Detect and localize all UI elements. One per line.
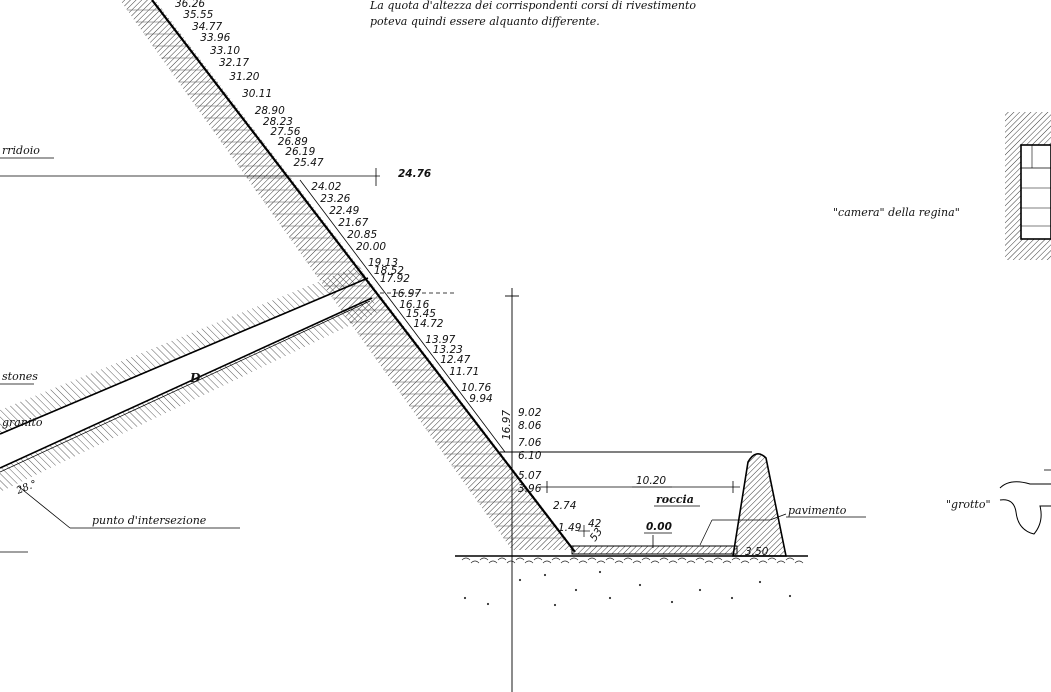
course-height-label: 26.19 (285, 146, 315, 158)
corridor-line-mid (0, 300, 371, 473)
corridor-level-value: 24.76 (398, 168, 431, 180)
intersection-label: punto d'intersezione (92, 514, 207, 527)
corridor-line-top (0, 277, 369, 435)
corridoio-label: rridoio (2, 144, 40, 157)
course-height-label: 16.97 (391, 288, 421, 300)
course-height-label: 5.07 (518, 470, 542, 482)
course-height-label: 28.90 (255, 105, 285, 117)
course-height-label: 24.02 (311, 181, 341, 193)
vertical-height-value: 16.97 (501, 410, 513, 440)
note-line-1: La quota d'altezza dei corrispondenti co… (369, 0, 696, 12)
grotto-label: "grotto" (946, 498, 991, 511)
course-height-label: 36.26 (175, 0, 205, 10)
roccia-label: roccia (656, 493, 694, 506)
course-height-label: 11.71 (449, 366, 479, 378)
course-height-label: 8.06 (518, 420, 542, 432)
course-height-label: 32.17 (219, 57, 249, 69)
pavimento-leader (699, 519, 713, 546)
course-height-label: 14.72 (413, 318, 443, 330)
course-height-label: 10.76 (461, 382, 491, 394)
grotto-outline (999, 481, 1051, 535)
course-height-label: 28.23 (263, 116, 293, 128)
granito-label: granito (2, 416, 43, 429)
course-height-label: 27.56 (270, 126, 300, 138)
stones-label: stones (2, 370, 38, 383)
queens-chamber-room (1020, 144, 1051, 240)
corridor-lower-hatch (0, 298, 378, 492)
zero-value: 0.00 (646, 521, 672, 533)
course-height-label: 17.92 (380, 273, 410, 285)
course-height-label: 12.47 (440, 354, 470, 366)
intersection-leader (17, 485, 71, 529)
course-height-label: 20.00 (356, 241, 386, 253)
camera-regina-label: "camera" della regina" (833, 206, 960, 219)
course-height-label: 7.06 (518, 437, 542, 449)
note-line-2: poteva quindi essere alquanto differente… (370, 15, 600, 28)
course-height-label: 33.96 (200, 32, 230, 44)
course-height-label: 31.20 (229, 71, 259, 83)
corridor-letter: D (189, 371, 201, 385)
course-height-label: 9.94 (469, 393, 492, 405)
course-height-label: 6.10 (518, 450, 542, 462)
course-height-label: 9.02 (518, 407, 542, 419)
enclosure-wall (732, 453, 787, 557)
course-height-label: 1.49 (558, 522, 582, 534)
course-height-label: 35.55 (183, 9, 213, 21)
ground-texture (461, 557, 804, 564)
course-height-label: 18.52 (374, 265, 404, 277)
course-height-label: 2.74 (553, 500, 576, 512)
course-height-label: 13.23 (433, 344, 463, 356)
inner-slope-line (299, 179, 506, 453)
pavimento-label: pavimento (788, 504, 847, 517)
course-height-label: 16.16 (399, 299, 429, 311)
floor-slab (571, 545, 738, 555)
wall-base-value: 3.50 (745, 546, 769, 558)
course-height-label: 19.13 (368, 257, 398, 269)
course-height-label: 15.45 (406, 308, 436, 320)
corridor-upper-hatch (0, 265, 365, 435)
course-height-label: 30.11 (242, 88, 272, 100)
course-height-label: 20.85 (347, 229, 377, 241)
course-height-label: 33.10 (210, 45, 240, 57)
span-value: 10.20 (636, 475, 666, 487)
course-height-label: 3.96 (518, 483, 542, 495)
ground-dots (463, 570, 792, 607)
course-height-label: 26.89 (278, 136, 308, 148)
course-height-label: 23.26 (320, 193, 350, 205)
course-height-label: 13.97 (425, 334, 455, 346)
course-height-label: 25.47 (294, 157, 324, 169)
angle-42-label: 42 (588, 518, 602, 530)
corridor-line-bottom (0, 297, 373, 469)
course-height-label: 22.49 (329, 205, 359, 217)
course-height-label: 21.67 (338, 217, 368, 229)
course-height-label: 34.77 (192, 21, 222, 33)
